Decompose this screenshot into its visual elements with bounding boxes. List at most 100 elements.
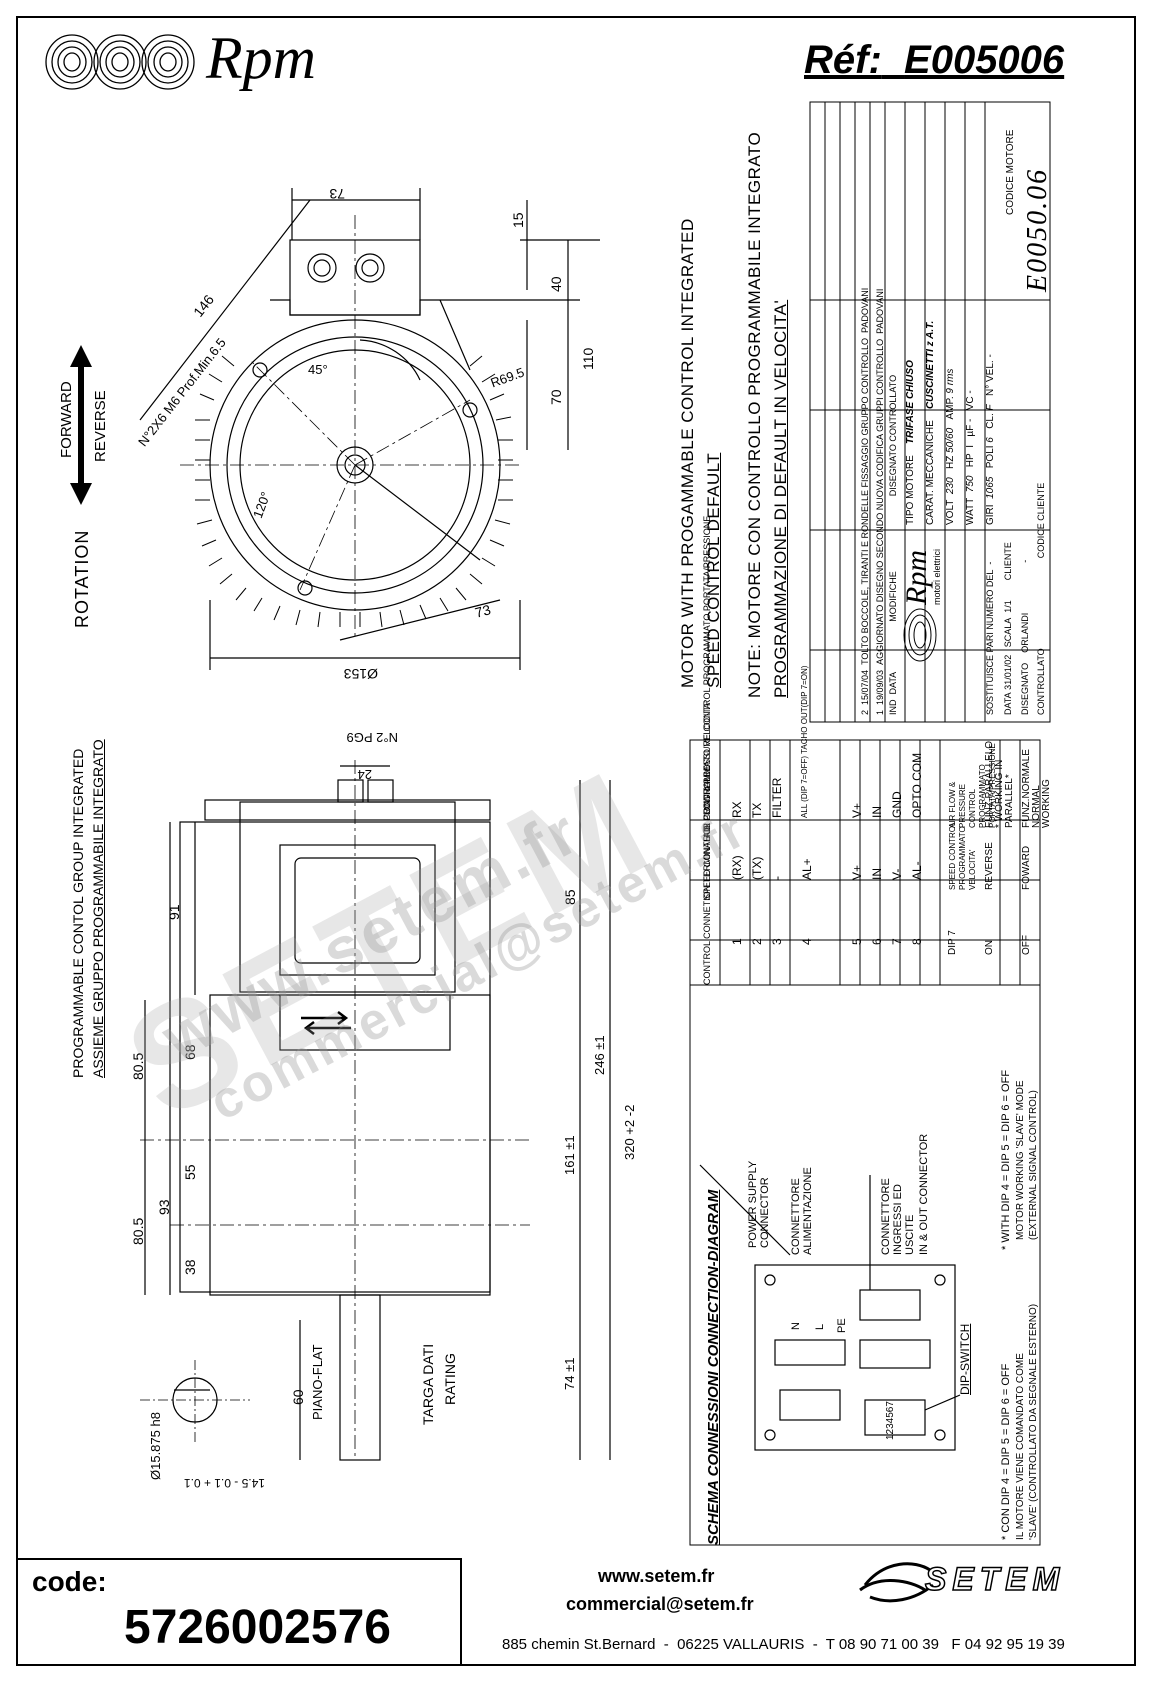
targa-dati: TARGA DATI: [420, 1343, 436, 1425]
code-label: code:: [32, 1566, 107, 1597]
dim-60: 60: [290, 1389, 306, 1405]
title-block-brand: Rpm motori elettrici: [900, 535, 950, 662]
dim-74: 74 ±1: [562, 1357, 577, 1390]
conn-cell: V+: [850, 802, 864, 818]
conn-cell: 1: [730, 938, 744, 945]
tipo-motore: TIPO MOTORE TRIFASE CHIUSO: [905, 360, 916, 525]
conn-cell: IN: [870, 868, 884, 880]
data-scala: DATA 31/01/02 SCALA 1/1 CLIENTE: [1003, 542, 1013, 715]
dip-switch-label: DIP-SWITCH: [958, 1323, 972, 1395]
dip-cell: ON: [984, 940, 995, 955]
setem-wordmark: SETEM: [924, 1560, 1066, 1598]
slave-it-2: IL MOTORE VIENE COMANDATO COME: [1015, 1353, 1026, 1540]
connector-board: [699, 1164, 961, 1451]
conn-cell: V-: [890, 868, 904, 880]
reverse-label: REVERSE: [92, 390, 109, 462]
code-value: 5726002576: [124, 1601, 391, 1654]
codice-motore-label: CODICE MOTORE: [1005, 129, 1016, 215]
coil-logo-icon: [45, 34, 195, 90]
conn-cell: AL+: [800, 858, 814, 880]
dim-91: 91: [166, 904, 182, 920]
note-line-4: PROGRAMMAZIONE DI DEFAULT IN VELOCITA': [771, 299, 790, 698]
sostituisce: SOSTITUISCE PARI NUMERO DEL -: [985, 561, 995, 715]
rotation-arrow-icon: [70, 345, 92, 505]
slave-en-2: MOTOR WORKING 'SLAVE' MODE: [1015, 1080, 1026, 1240]
conn-cell: 3: [770, 938, 784, 945]
footer-email[interactable]: commercial@setem.fr: [566, 1594, 754, 1614]
note-line-1: MOTOR WITH PROGAMMABLE CONTROL INTEGRATE…: [678, 218, 697, 688]
power-supply-label: POWER SUPPLY CONNECTOR: [747, 1160, 771, 1248]
coil-logo-small-icon: [903, 608, 937, 662]
rating: RATING: [442, 1353, 458, 1405]
note-line-3: NOTE: MOTORE CON CONTROLLO PROGRAMMABILE…: [745, 131, 764, 698]
label-pe: PE: [836, 1318, 848, 1333]
conn-cell: ALL (DIP 7=OFF) TACHO OUT(DIP 7=ON): [800, 665, 809, 818]
rotation-label: ROTATION: [72, 529, 92, 628]
dip-cell: DIP 7: [947, 930, 958, 955]
dim-80-5-bottom: 80.5: [130, 1217, 146, 1245]
title-brand-sub: motori elettrici: [932, 548, 942, 605]
footer-website[interactable]: www.setem.fr: [598, 1566, 715, 1586]
slave-en-1: * WITH DIP 4 = DIP 5 = DIP 6 = OFF: [1000, 1069, 1012, 1250]
group-label-en: PROGRAMMABLE CONTOL GROUP INTEGRATED: [70, 748, 86, 1078]
conn-cell: V+: [850, 864, 864, 880]
setem-logo: SETEM: [855, 1555, 1120, 1610]
ref-label: Réf:: [804, 38, 882, 82]
conn-cell: 4: [800, 938, 814, 945]
dim-15: 15: [510, 212, 526, 228]
brand-name: Rpm: [206, 25, 316, 91]
dim-24: 24: [357, 767, 372, 782]
conn-cell: (TX): [750, 856, 764, 880]
rpm-logo: Rpm: [42, 25, 372, 100]
dip-numbers: 1234567: [885, 1401, 896, 1440]
conn-cell: -: [770, 876, 784, 880]
title-block-grid: [809, 101, 1051, 723]
conn-cell: 2: [750, 938, 764, 945]
slave-en-3: (EXTERNAL SIGNAL CONTROL): [1028, 1090, 1039, 1240]
dim-73-top: 73: [329, 186, 345, 202]
conn-header-air: AIR FLOW & PRESSURE CONTROL PROGRAMMATO …: [702, 515, 712, 838]
dim-153: Ø153: [343, 666, 378, 682]
conn-cell: IN: [870, 806, 884, 818]
slave-it-1: * CON DIP 4 = DIP 5 = DIP 6 = OFF: [1000, 1363, 1012, 1540]
label-n: N: [790, 1322, 802, 1330]
side-view: [140, 760, 611, 1461]
dim-40: 40: [548, 276, 564, 292]
slave-it-3: 'SLAVE' (CONTROLLATO DA SEGNALE ESTERNO): [1028, 1303, 1039, 1540]
connettore-alimentazione: CONNETTORE ALIMENTAZIONE: [790, 1167, 814, 1255]
drawing-frame: [16, 16, 1136, 1666]
dim-38: 38: [182, 1259, 198, 1275]
label-l: L: [814, 1323, 826, 1330]
codice-motore: E0050.06: [1022, 167, 1053, 292]
shaft-flat: 14.5 - 0.1 + 0.1: [183, 1476, 265, 1490]
dim-320: 320 +2 -2: [622, 1104, 637, 1160]
conn-cell: 8: [910, 938, 924, 945]
disegnato-row: DISEGNATO ORLANDI -: [1020, 559, 1030, 715]
angle-45: 45°: [308, 362, 328, 377]
group-label-it: ASSIEME GRUPPO PROGRAMMABILE INTEGRATO: [90, 739, 106, 1078]
conn-cell: 5: [850, 938, 864, 945]
dim-110: 110: [580, 347, 596, 370]
dim-161: 161 ±1: [562, 1135, 577, 1175]
dim-93: 93: [156, 1199, 172, 1215]
schema-title: SCHEMA CONNESSIONI CONNECTION-DIAGRAM: [705, 1189, 722, 1545]
dip-cell: SPEED CONTROL PROGRAMMATO VELOCITA': [948, 821, 977, 890]
dim-70: 70: [548, 389, 564, 405]
dip-cell: OFF: [1021, 935, 1032, 955]
carat-meccaniche: CARAT. MECCANICHE CUSCINETTI z A.T.: [925, 320, 936, 525]
conn-cell: OPTO COM: [910, 752, 924, 818]
electrical-row-3: GIRI 1065 POLI 6 CL. F N° VEL. -: [985, 354, 996, 525]
dip-cell: FUNZ.NORMALE NORMAL WORKING: [1021, 749, 1052, 828]
dim-55: 55: [182, 1164, 198, 1180]
controllato-row: CONTROLLATO CODICE CLIENTE: [1036, 482, 1046, 715]
setem-swoosh-icon: [859, 1562, 934, 1603]
rev-row-2: 2 15/07/04 TOLTO BOCCOLE, TIRANTI E ROND…: [860, 287, 870, 715]
connettore-io-it: CONNETTORE INGRESSI ED USCITE: [880, 1178, 916, 1255]
conn-cell: AL-: [910, 861, 924, 880]
conn-cell: 6: [870, 938, 884, 945]
dip-cell: REVERSE: [984, 842, 995, 890]
reference: Réf: E005006: [804, 38, 1064, 83]
dip-cell: FUNZ.PARALLELO * WORKING IN PARALLEL*: [984, 740, 1015, 828]
front-view: [139, 188, 600, 670]
shaft-diameter: Ø15.875 h8: [148, 1412, 163, 1480]
